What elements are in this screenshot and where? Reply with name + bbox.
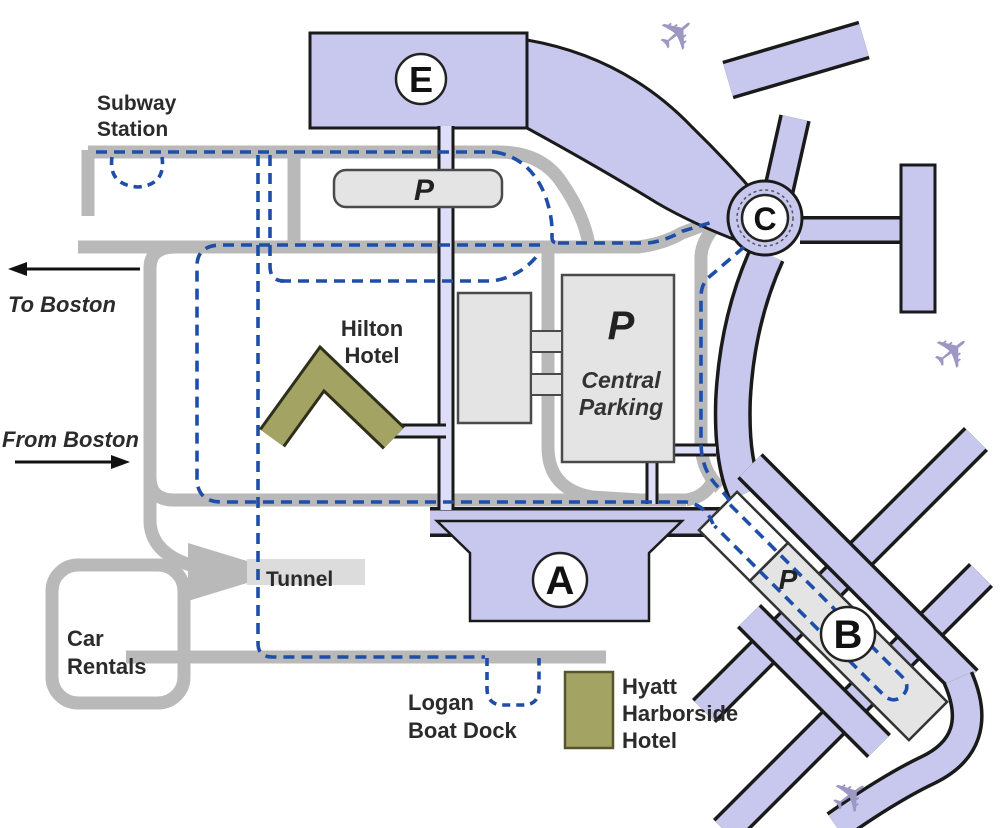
subway-station-loop (109, 156, 165, 189)
route-from-c (699, 245, 746, 506)
car-rentals-label-line1: Car (67, 626, 104, 651)
road-central-vertical (541, 251, 641, 507)
from-boston-label: From Boston (2, 427, 139, 452)
terminal-e-badge (394, 52, 448, 106)
central-parking-garage (560, 273, 676, 464)
subway-station-label-line2: Station (97, 118, 168, 141)
route-central-loop (195, 243, 715, 525)
road-left-lower (143, 477, 193, 572)
tunnel-mouth (188, 543, 247, 601)
road-b-hook (828, 672, 981, 828)
central-parking-label-line2: Parking (579, 394, 663, 420)
boat-dock-loop (485, 658, 541, 707)
route-to-c (558, 219, 717, 245)
from-boston-arrow-head (111, 455, 130, 469)
route-vertical-branch (268, 155, 285, 283)
logan-boat-dock-label-line2: Boat Dock (408, 718, 518, 743)
route-top-curve (494, 150, 559, 245)
terminal-c-badge (740, 193, 790, 243)
road-right-of-parking (694, 220, 725, 493)
road-center-loop (143, 240, 686, 507)
hilton-hotel-label-line2: Hotel (345, 343, 400, 368)
route-inner-horizontal (280, 250, 542, 283)
subway-station-label-line1: Subway (97, 92, 177, 115)
terminal-b-badge-letter: B (834, 613, 863, 657)
parking-symbol-central: P (608, 304, 635, 348)
road-car-rentals-loop (45, 558, 191, 710)
terminal-e-badge-letter: E (409, 59, 433, 100)
hilton-hotel-label-line1: Hilton (341, 316, 403, 341)
route-vertical-to-dock (256, 155, 485, 659)
band-b-southwest (739, 606, 889, 756)
terminal-b-badge (819, 605, 877, 663)
direction-from-boston: From Boston (2, 427, 139, 469)
hyatt-hotel-label-line3: Hotel (622, 728, 677, 753)
hyatt-hotel-label-line1: Hyatt (622, 674, 678, 699)
band-c-to-b (717, 247, 782, 500)
airplane-icon: ✈ (921, 320, 983, 385)
pier-h-bar (899, 163, 937, 314)
band-b-northeast (739, 455, 977, 693)
airplane-icon: ✈ (646, 2, 709, 67)
hilton-hotel-building (261, 349, 403, 448)
hyatt-hotel-label-line2: Harborside (622, 701, 738, 726)
hyatt-hotel-building (563, 670, 615, 750)
central-parking-label-line1: Central (581, 367, 661, 393)
terminal-a-badge-letter: A (546, 559, 575, 603)
to-boston-label: To Boston (8, 292, 116, 317)
to-boston-arrow-head (8, 262, 27, 276)
terminal-c-badge-ring (736, 189, 794, 247)
terminal-c-badge-letter: C (753, 201, 776, 237)
parking-lots (332, 168, 676, 464)
terminal-e-parking-lot (332, 168, 504, 209)
shuttle-route-dashed (96, 150, 909, 707)
terminal-a-badge (531, 551, 589, 609)
road-second (78, 214, 717, 254)
garage-connector-lower (530, 373, 563, 396)
road-network (45, 145, 725, 710)
place-labels: Subway Station Hilton Hotel Tunnel Car R… (67, 92, 738, 753)
terminal-badges: E C A B (394, 52, 877, 663)
west-parking-garage (456, 291, 533, 425)
tunnel-road-band (247, 559, 365, 585)
band-e-to-c (525, 38, 759, 244)
parking-symbol-e-lot: P (414, 174, 435, 207)
road-top (88, 145, 596, 247)
garage-connector-upper (530, 330, 563, 353)
car-rentals-label-line2: Rentals (67, 654, 146, 679)
tunnel-label: Tunnel (266, 568, 333, 591)
logan-boat-dock-label-line1: Logan (408, 690, 474, 715)
direction-to-boston: To Boston (8, 262, 140, 317)
pier-t-bar (723, 24, 869, 96)
parking-symbol-b-strip: P (779, 564, 798, 595)
